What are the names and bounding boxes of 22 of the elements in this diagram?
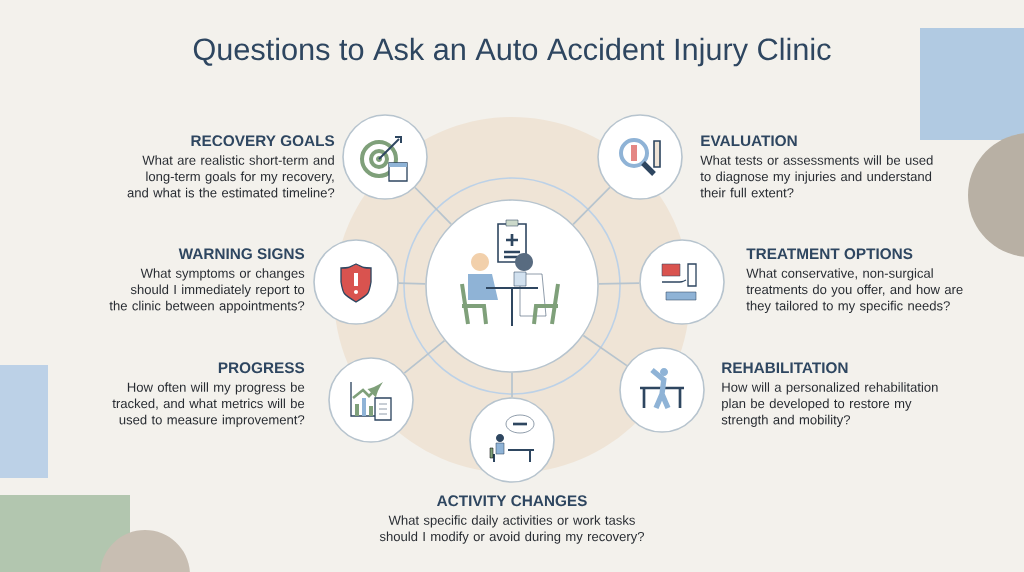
question-heading: WARNING SIGNS [178,248,305,260]
question-text: How often will my progress be tracked, and what metrics will be used to measure improvement? [112,382,305,427]
connector-line [414,186,452,225]
question-heading: REHABILITATION [722,362,848,374]
question-heading: PROGRESS [218,362,305,374]
connector-line [597,282,641,285]
connector-line [511,371,513,399]
question-heading: TREATMENT OPTIONS [746,248,913,260]
question-text: How will a personalized rehabilitation plan be developed to restore my strength and mobility? [721,382,938,427]
question-text: What are realistic short-term and long-term goals for my recovery, and what is the estimated timeline? [127,155,335,198]
connector-line [403,339,446,374]
connector-line [582,334,628,367]
question-heading: RECOVERY GOALS [191,135,335,147]
question-text: What symptoms or changes should I immediately report to the clinic between appointments? [109,268,305,313]
connector-line [397,282,427,285]
question-heading: EVALUATION [701,135,797,147]
question-text: What conservative, non-surgical treatments do you offer, and how are they tailored to my specific needs? [746,268,963,313]
question-text: What tests or assessments will be used to diagnose my injuries and understand their full extent? [700,155,933,198]
question-text: What specific daily activities or work tasks should I modify or avoid during my recovery? [379,515,644,544]
title: Questions to Ask an Auto Accident Injury Clinic [193,37,831,67]
question-heading: ACTIVITY CHANGES [437,495,587,507]
connector-line [572,186,611,226]
